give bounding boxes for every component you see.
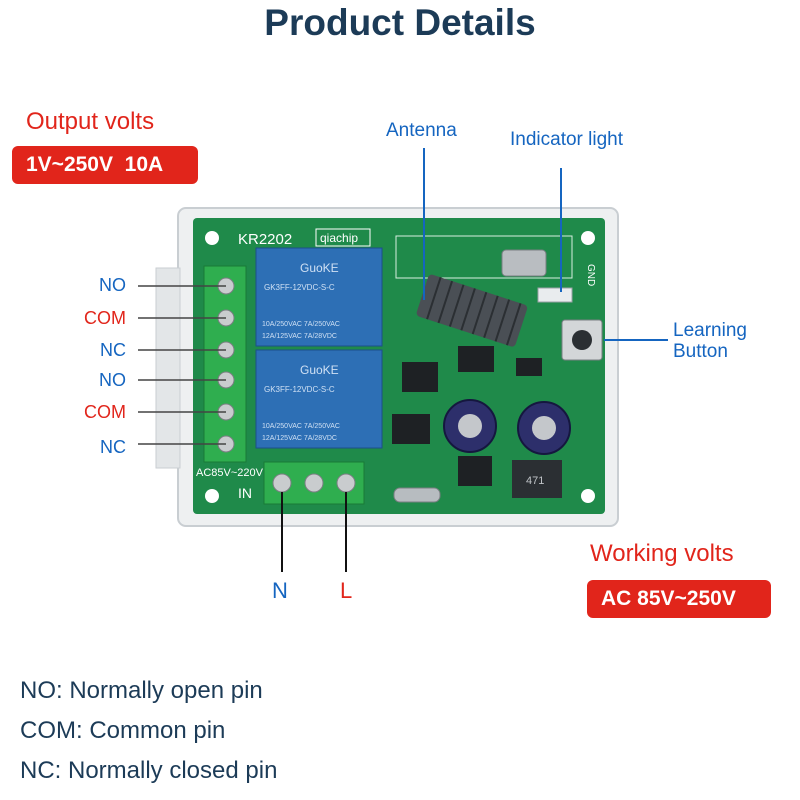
- relay-rating-text: 10A/250VAC 7A/250VAC: [262, 423, 340, 430]
- antenna-callout: Antenna: [386, 120, 457, 141]
- learning-callout-line2: Button: [673, 341, 728, 362]
- varistor: [393, 487, 441, 503]
- gnd-label-text: GND: [585, 264, 596, 286]
- working-volts-badge: AC 85V~250V: [587, 580, 771, 618]
- ic-chip: [402, 362, 438, 392]
- indicator-led: [537, 287, 573, 303]
- board-brand-text: qiachip: [320, 231, 358, 245]
- pin-label-nc-1: NC: [100, 340, 126, 360]
- learning-button-cap: [572, 330, 592, 350]
- ac-label-text: AC85V~220V: [196, 467, 264, 479]
- page-title: Product Details: [264, 2, 536, 43]
- brand-box: [315, 228, 371, 247]
- relay-rating-text: 12A/125VAC 7A/28VDC: [262, 435, 337, 442]
- mounting-hole: [581, 231, 595, 245]
- output-terminal-block: [203, 265, 247, 463]
- output-volts-value: 1V~250V 10A: [26, 153, 164, 176]
- relay-brand-text: GuoKE: [300, 261, 339, 275]
- pin-label-no-2: NO: [99, 370, 126, 390]
- pin-label-com-2: COM: [84, 402, 126, 422]
- relay-1: GuoKE GK3FF-12VDC-S-C 10A/250VAC 7A/250V…: [255, 247, 383, 347]
- pin-label-no-1: NO: [99, 275, 126, 295]
- working-volts-value: AC 85V~250V: [601, 587, 736, 610]
- relay-rating-text: 10A/250VAC 7A/250VAC: [262, 321, 340, 328]
- indicator-light-callout: Indicator light: [510, 129, 624, 150]
- ic-chip: [458, 456, 492, 486]
- relay-model-text: GK3FF-12VDC-S-C: [264, 385, 335, 394]
- mounting-hole: [581, 489, 595, 503]
- mounting-hole: [205, 231, 219, 245]
- pin-label-com-1: COM: [84, 308, 126, 328]
- input-leader-lines: [281, 492, 347, 572]
- relay-brand-text: GuoKE: [300, 363, 339, 377]
- input-pin-n: N: [272, 578, 288, 603]
- terminal-screw: [336, 473, 356, 493]
- output-volts-badge: 1V~250V 10A: [12, 146, 198, 184]
- ic-chip: [458, 346, 494, 372]
- inductor: [512, 460, 562, 498]
- inductor-text: 471: [526, 475, 544, 487]
- terminal-screw: [304, 473, 324, 493]
- learning-callout-line1: Learning: [673, 320, 747, 341]
- learning-button-callout: Learning Button: [673, 320, 747, 362]
- rf-module-outline: [395, 235, 573, 279]
- relay-rating-text: 12A/125VAC 7A/28VDC: [262, 333, 337, 340]
- relay-2: GuoKE GK3FF-12VDC-S-C 10A/250VAC 7A/250V…: [255, 349, 383, 449]
- enclosure-side-tab: [155, 267, 181, 469]
- legend-no: NO: Normally open pin: [20, 677, 263, 704]
- capacitor-2: [517, 401, 571, 455]
- legend-nc: NC: Normally closed pin: [20, 757, 278, 784]
- mounting-hole: [205, 489, 219, 503]
- pin-leader-lines: [138, 285, 226, 445]
- antenna-coil: [416, 274, 528, 347]
- in-label-text: IN: [238, 485, 252, 501]
- pin-label-nc-2: NC: [100, 437, 126, 457]
- legend-com: COM: Common pin: [20, 717, 226, 744]
- input-pin-l: L: [340, 578, 353, 603]
- working-volts-label: Working volts: [590, 540, 734, 567]
- ic-chip: [392, 414, 430, 444]
- transistor: [516, 358, 542, 376]
- terminal-screw: [272, 473, 292, 493]
- relay-model-text: GK3FF-12VDC-S-C: [264, 283, 335, 292]
- callout-leader-lines: [423, 148, 668, 341]
- capacitor-1: [443, 399, 497, 453]
- crystal-oscillator: [501, 249, 547, 277]
- output-volts-label: Output volts: [26, 108, 155, 135]
- board-model-text: KR2202: [238, 231, 292, 248]
